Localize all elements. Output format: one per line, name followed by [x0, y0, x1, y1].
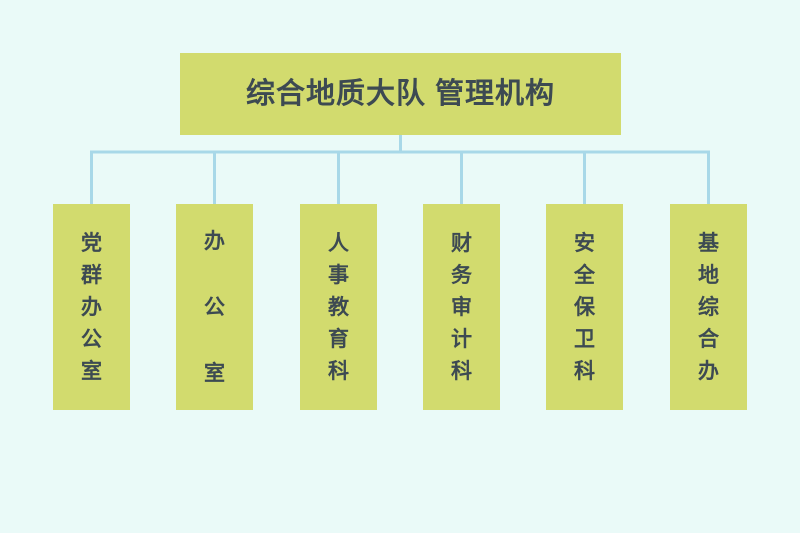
label-glyph: 计	[451, 327, 472, 351]
org-node-child-1[interactable]: 党群办公室	[53, 204, 130, 410]
label-glyph: 全	[574, 263, 595, 287]
org-node-child-2-label: 办公室	[204, 231, 225, 384]
label-glyph: 室	[81, 359, 102, 383]
org-node-child-1-label: 党群办公室	[81, 233, 102, 382]
label-glyph: 室	[204, 361, 225, 385]
label-glyph: 人	[328, 231, 349, 255]
label-glyph: 合	[698, 327, 719, 351]
label-glyph: 综	[698, 295, 719, 319]
label-glyph: 卫	[574, 327, 595, 351]
org-node-root[interactable]: 综合地质大队 管理机构	[180, 53, 621, 135]
label-glyph: 教	[328, 295, 349, 319]
org-node-child-3-label: 人事教育科	[328, 233, 349, 382]
label-glyph: 办	[698, 359, 719, 383]
label-glyph: 事	[328, 263, 349, 287]
label-glyph: 办	[81, 295, 102, 319]
label-glyph: 财	[451, 231, 472, 255]
label-glyph: 公	[204, 295, 225, 319]
org-node-child-5[interactable]: 安全保卫科	[546, 204, 623, 410]
label-glyph: 党	[81, 231, 102, 255]
org-node-child-6-label: 基地综合办	[698, 233, 719, 382]
label-glyph: 保	[574, 295, 595, 319]
org-node-child-3[interactable]: 人事教育科	[300, 204, 377, 410]
label-glyph: 科	[574, 359, 595, 383]
label-glyph: 科	[328, 359, 349, 383]
label-glyph: 群	[81, 263, 102, 287]
org-node-child-6[interactable]: 基地综合办	[670, 204, 747, 410]
label-glyph: 安	[574, 231, 595, 255]
label-glyph: 审	[451, 295, 472, 319]
org-node-child-4-label: 财务审计科	[451, 233, 472, 382]
label-glyph: 务	[451, 263, 472, 287]
label-glyph: 育	[328, 327, 349, 351]
label-glyph: 地	[698, 263, 719, 287]
org-node-child-5-label: 安全保卫科	[574, 233, 595, 382]
org-node-root-label: 综合地质大队 管理机构	[245, 77, 556, 110]
org-node-child-4[interactable]: 财务审计科	[423, 204, 500, 410]
label-glyph: 公	[81, 327, 102, 351]
org-node-child-2[interactable]: 办公室	[176, 204, 253, 410]
label-glyph: 基	[698, 231, 719, 255]
label-glyph: 办	[204, 229, 225, 253]
label-glyph: 科	[451, 359, 472, 383]
